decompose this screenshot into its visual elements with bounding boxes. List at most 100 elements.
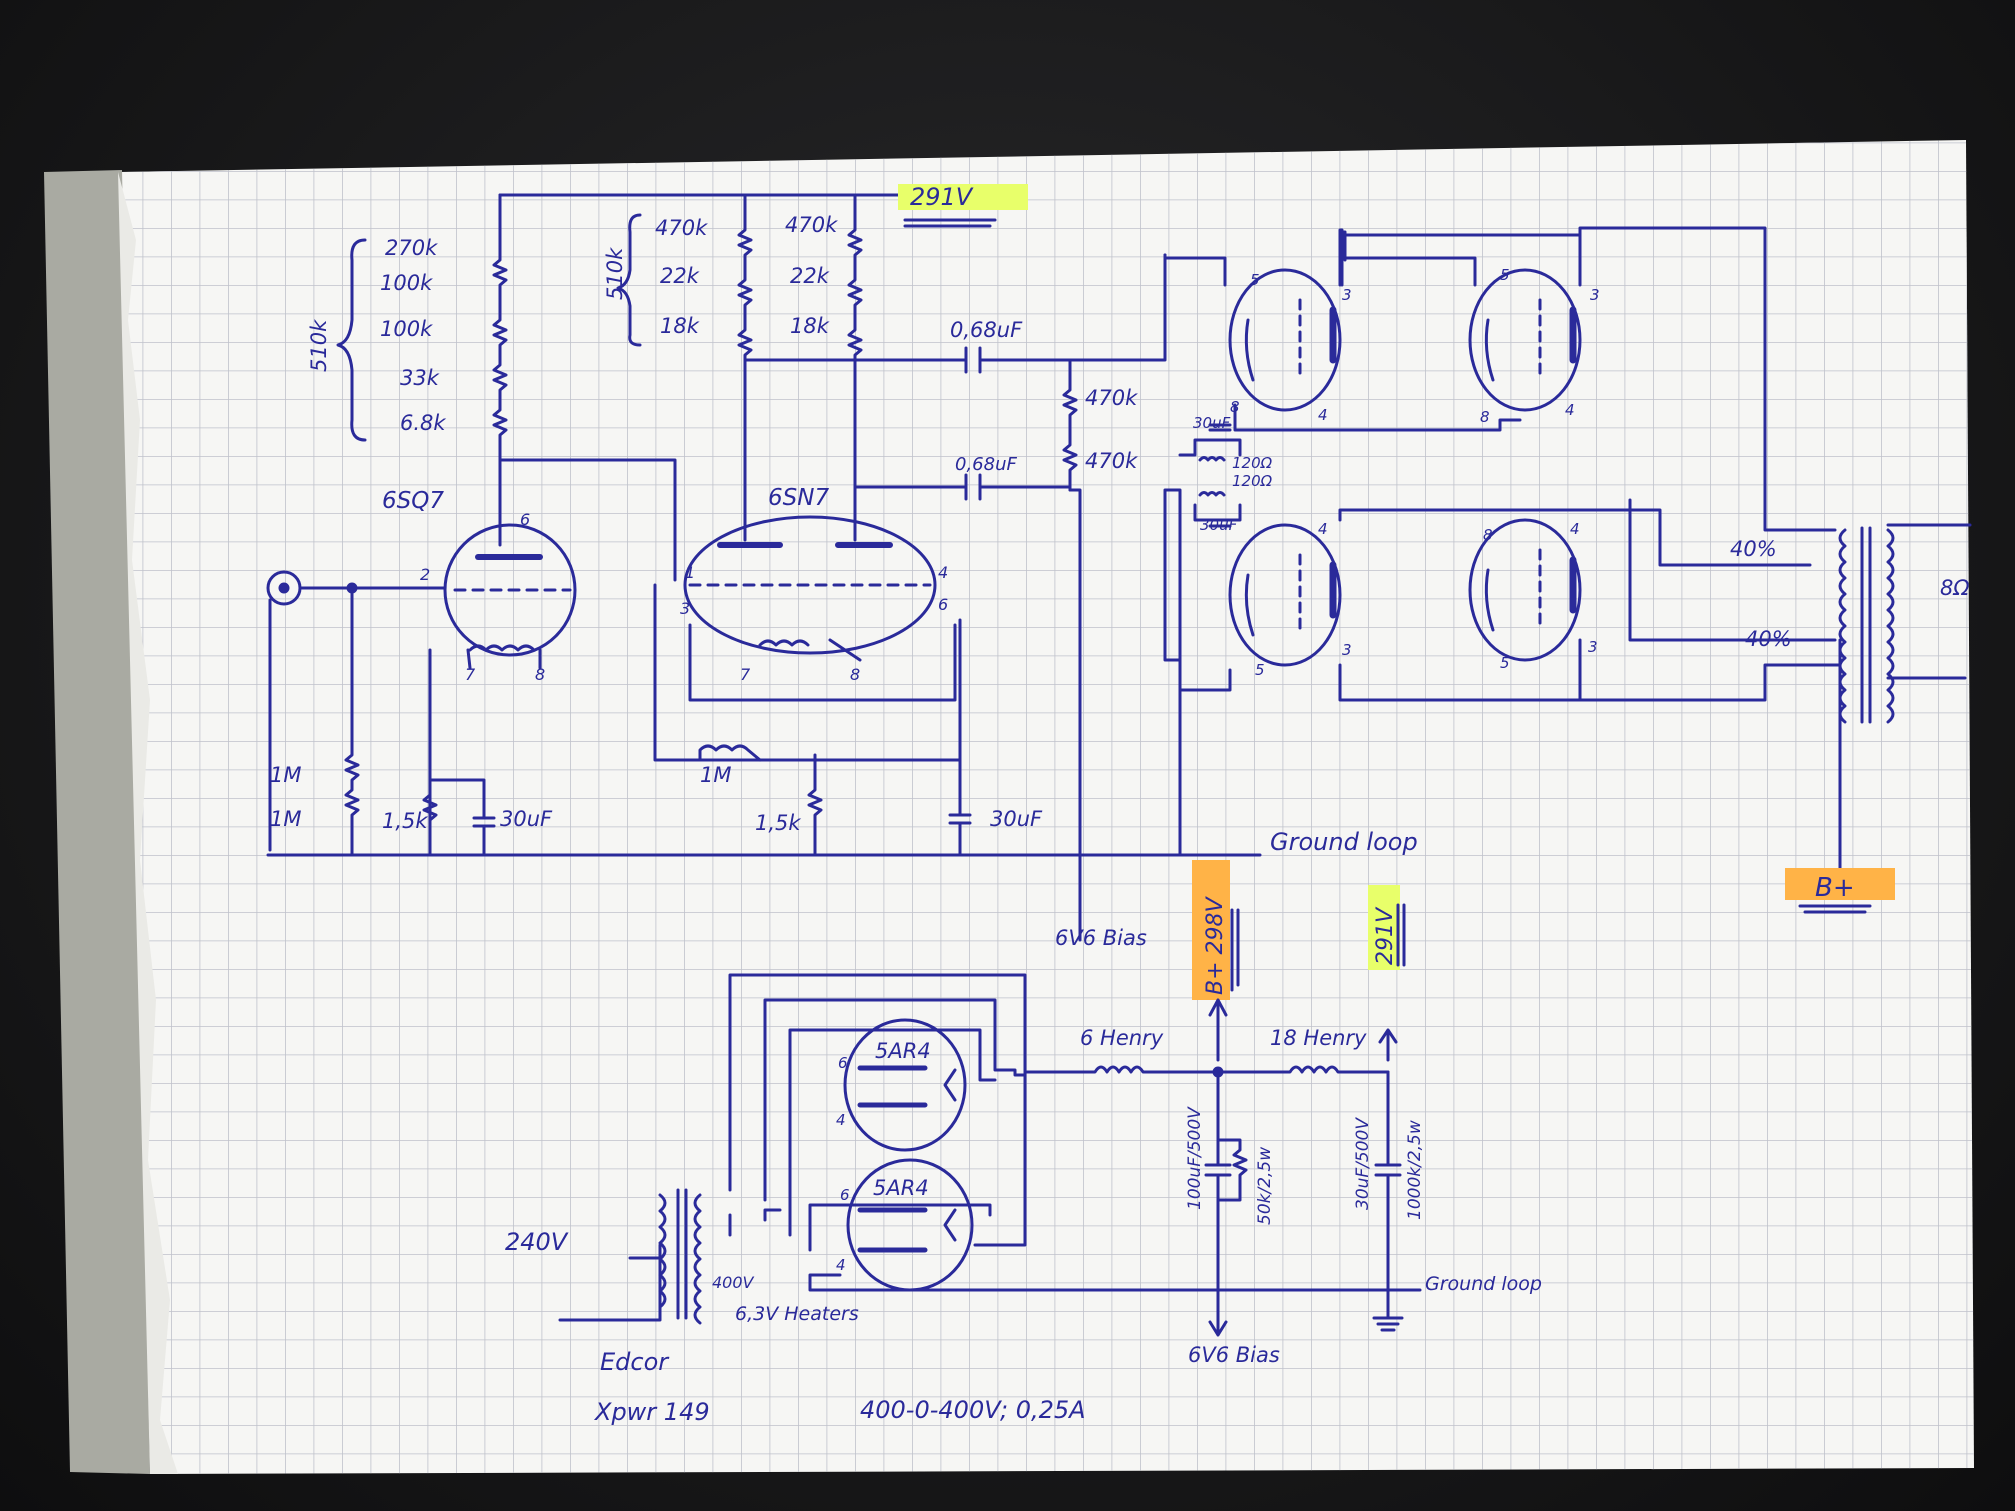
- ps-filter-2: [1374, 1070, 1402, 1292]
- pin-r1-6: 6: [838, 1054, 848, 1072]
- paper-grid: [120, 140, 1974, 1474]
- supply-underline-top: [903, 218, 997, 228]
- tube-6sq7: [443, 523, 577, 670]
- label-ground-loop-2: Ground loop: [1425, 1273, 1542, 1295]
- pin-p4-3: 3: [1588, 638, 1598, 656]
- label-mains: 240V: [505, 1228, 569, 1256]
- output-transformer-primary: [1838, 528, 1847, 724]
- label-r-top-3: 100k: [380, 317, 433, 341]
- label-cap-upper: 0,68uF: [950, 318, 1023, 342]
- pin-r2-4: 4: [836, 1256, 846, 1274]
- label-ps-291: 291V: [1373, 906, 1398, 965]
- label-col3-1: 470k: [785, 213, 838, 237]
- label-col2-2: 22k: [660, 264, 700, 288]
- pin-p1-4: 4: [1318, 406, 1328, 424]
- brace-mid: [616, 213, 642, 347]
- pin-p2-3: 3: [1590, 286, 1600, 304]
- label-choke1: 6 Henry: [1080, 1026, 1164, 1050]
- pin-p4-4: 4: [1570, 520, 1580, 538]
- plate-resistor-string-1: [492, 193, 508, 547]
- label-c-cath2: 30uF: [990, 807, 1043, 831]
- label-r-ps2: 1000k/2,5w: [1405, 1120, 1425, 1220]
- output-transformer-secondary: [1886, 523, 1972, 724]
- label-heater-winding: 6,3V Heaters: [735, 1303, 859, 1325]
- label-tube1: 6SQ7: [382, 488, 444, 514]
- pin-6sq7-8: 8: [535, 665, 545, 684]
- output-plate-wiring: [1338, 226, 1842, 702]
- pin-6sn7-7: 7: [740, 665, 751, 684]
- plate-resistor-string-3: [847, 193, 863, 542]
- label-r-top-sum: 510k: [307, 319, 331, 372]
- label-tap-1: 40%: [1730, 537, 1777, 561]
- label-r-in-2: 1M: [270, 807, 301, 831]
- bias-network: [1178, 423, 1242, 528]
- tube-6v6-4: [1468, 518, 1582, 662]
- label-bias-out: 6V6 Bias: [1055, 926, 1147, 950]
- pin-p3-4: 4: [1318, 520, 1328, 538]
- label-xfmr-spec: 400-0-400V; 0,25A: [860, 1396, 1086, 1424]
- label-r-top-5: 6.8k: [400, 411, 446, 435]
- grid-resistors: [1062, 358, 1082, 942]
- 6sn7-cathode-network: [653, 583, 972, 857]
- notepad-spine: [44, 170, 150, 1474]
- ps-arrow-bplus: [1208, 998, 1228, 1062]
- rectifier-5ar4-1: [843, 1018, 967, 1152]
- pin-6sq7-2: 2: [420, 565, 430, 584]
- wire-cap-upper: [743, 253, 1167, 362]
- label-c-ps2: 30uF/500V: [1353, 1117, 1373, 1210]
- output-screen-wiring: [1163, 403, 1522, 857]
- cap-upper-symbol: [964, 346, 982, 374]
- label-ps-bplus: B+ 298V: [1203, 895, 1228, 995]
- pin-p3-5: 5: [1255, 661, 1265, 679]
- pin-r2-6: 6: [840, 1186, 850, 1204]
- cap-lower-symbol: [964, 473, 982, 501]
- label-xfmr-brand: Edcor: [600, 1348, 670, 1376]
- ps-291-highlight: [1368, 885, 1400, 970]
- pin-p1-5: 5: [1250, 271, 1260, 289]
- supply-highlight-top: [898, 184, 1028, 210]
- label-r-ps1: 50k/2,5w: [1255, 1147, 1275, 1225]
- pin-r1-4: 4: [836, 1111, 846, 1129]
- label-r-top-4: 33k: [400, 366, 440, 390]
- label-col2-3: 18k: [660, 314, 700, 338]
- label-c-ps1: 100uF/500V: [1185, 1106, 1205, 1210]
- ps-bplus-highlight: [1192, 860, 1230, 1000]
- ps-bias-down: [1208, 1288, 1228, 1337]
- tube-6sn7: [683, 515, 937, 662]
- label-supply-top: 291V: [910, 183, 974, 211]
- ps-bplus-marks: [1230, 908, 1240, 992]
- pin-6sn7-3: 3: [680, 599, 690, 618]
- tube-6v6-1: [1228, 268, 1342, 412]
- label-bias-c1: 30uF: [1193, 414, 1231, 432]
- rectifier-wiring: [728, 973, 1397, 1292]
- label-choke2: 18 Henry: [1270, 1026, 1367, 1050]
- pin-p4-5: 5: [1500, 654, 1510, 672]
- label-rect1: 5AR4: [875, 1039, 931, 1063]
- schematic-labels: 270k 100k 100k 33k 6.8k 510k 510k 470k 2…: [270, 183, 1969, 1426]
- label-r-top-2: 100k: [380, 271, 433, 295]
- label-r-in-1: 1M: [270, 763, 301, 787]
- ps-291-marks: [1396, 903, 1406, 967]
- pin-p2-4: 4: [1565, 401, 1575, 419]
- notepad: [44, 140, 1974, 1474]
- label-ground-loop-1: Ground loop: [1270, 828, 1418, 856]
- label-rect2: 5AR4: [873, 1176, 929, 1200]
- plate-resistor-string-2: [737, 193, 753, 542]
- b-plus-underline: [1798, 904, 1872, 914]
- label-bias-r1: 120Ω: [1232, 454, 1273, 472]
- label-col2-1: 470k: [655, 216, 708, 240]
- label-r-fb: 1M: [700, 763, 731, 787]
- pin-6sq7-7: 7: [465, 665, 476, 684]
- label-b-plus: B+: [1815, 873, 1855, 903]
- label-col2-sum: 510k: [603, 247, 627, 300]
- pin-p3-3: 3: [1342, 641, 1352, 659]
- label-c-cath1: 30uF: [500, 807, 553, 831]
- pin-6sn7-6: 6: [938, 595, 948, 614]
- pin-p2-5: 5: [1500, 266, 1510, 284]
- power-transformer-primary: [558, 1193, 667, 1322]
- label-col3-2: 22k: [790, 264, 830, 288]
- pin-6sq7-6: 6: [520, 510, 530, 529]
- ps-ground-symbol: [1372, 1288, 1404, 1332]
- ps-filter-1: [1204, 1070, 1248, 1292]
